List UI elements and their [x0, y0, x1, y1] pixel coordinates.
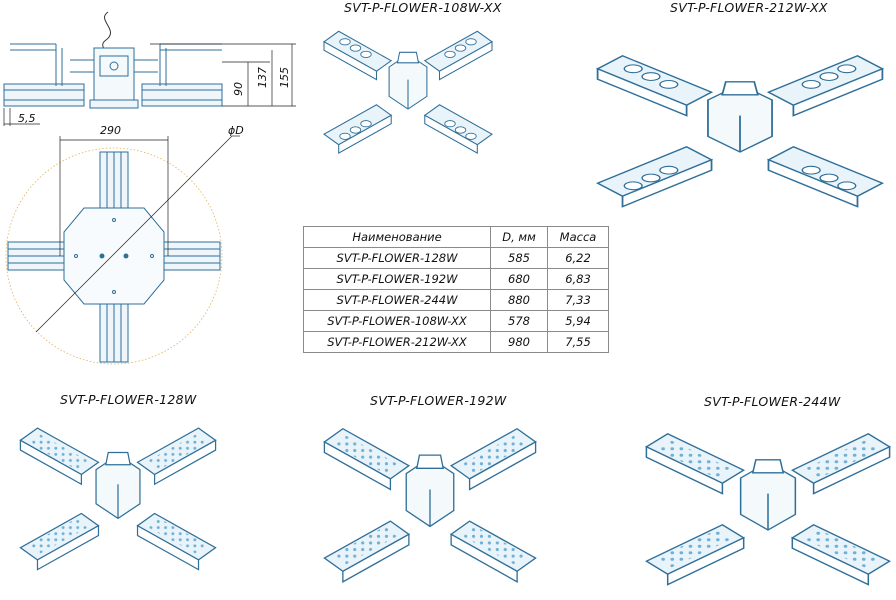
cell-diameter: 680 — [490, 268, 548, 290]
title-244w: SVT-P-FLOWER-244W — [704, 394, 841, 409]
header-diameter: D, мм — [490, 226, 548, 248]
cell-name: SVT-P-FLOWER-192W — [303, 268, 491, 290]
cell-mass: 6,83 — [547, 268, 609, 290]
title-192w: SVT-P-FLOWER-192W — [370, 393, 507, 408]
title-212w-xx: SVT-P-FLOWER-212W-XX — [670, 0, 828, 15]
table-row: SVT-P-FLOWER-192W 680 6,83 — [303, 268, 609, 290]
cell-diameter: 578 — [490, 310, 548, 332]
table-row: SVT-P-FLOWER-108W-XX 578 5,94 — [303, 310, 609, 332]
table-row: SVT-P-FLOWER-212W-XX 980 7,55 — [303, 331, 609, 353]
top-dimension-lines — [35, 135, 240, 333]
cell-diameter: 880 — [490, 289, 548, 311]
fixture-128w — [19, 427, 217, 571]
title-128w: SVT-P-FLOWER-128W — [60, 392, 197, 407]
dimension-5-5: 5,5 — [18, 112, 36, 125]
spec-table: Наименование D, мм Масса SVT-P-FLOWER-12… — [303, 226, 609, 353]
cell-name: SVT-P-FLOWER-212W-XX — [303, 331, 491, 353]
cell-mass: 6,22 — [547, 247, 609, 269]
fixture-244w — [645, 433, 891, 586]
cell-diameter: 980 — [490, 331, 548, 353]
dimension-290: 290 — [100, 124, 121, 137]
cell-mass: 5,94 — [547, 310, 609, 332]
table-row: SVT-P-FLOWER-244W 880 7,33 — [303, 289, 609, 311]
cell-mass: 7,55 — [547, 331, 609, 353]
top-view — [5, 147, 223, 365]
table-header-row: Наименование D, мм Масса — [303, 226, 609, 248]
cell-mass: 7,33 — [547, 289, 609, 311]
cell-name: SVT-P-FLOWER-128W — [303, 247, 491, 269]
front-dimension-lines — [3, 43, 296, 126]
fixture-192w — [323, 428, 537, 583]
title-108w-xx: SVT-P-FLOWER-108W-XX — [344, 0, 502, 15]
table-row: SVT-P-FLOWER-128W 585 6,22 — [303, 247, 609, 269]
cell-diameter: 585 — [490, 247, 548, 269]
header-mass: Масса — [547, 226, 609, 248]
front-view — [3, 11, 223, 109]
header-name: Наименование — [303, 226, 491, 248]
dimension-diameter: ϕD — [228, 124, 244, 137]
cell-name: SVT-P-FLOWER-244W — [303, 289, 491, 311]
fixture-108w-xx — [323, 30, 493, 154]
cell-name: SVT-P-FLOWER-108W-XX — [303, 310, 491, 332]
fixture-212w-xx — [596, 54, 884, 208]
